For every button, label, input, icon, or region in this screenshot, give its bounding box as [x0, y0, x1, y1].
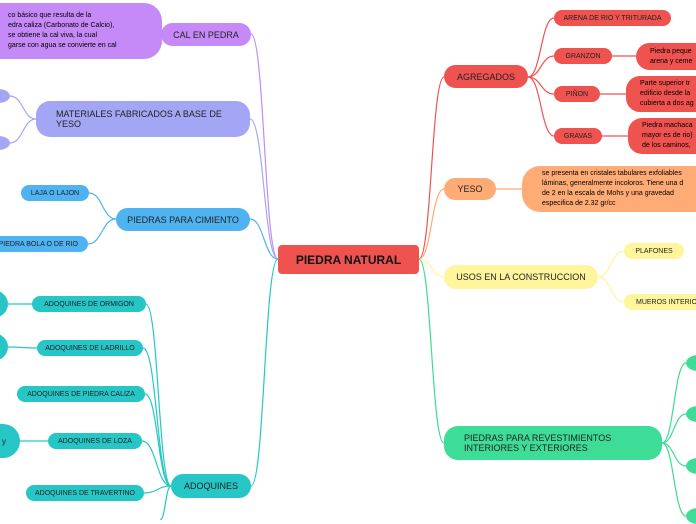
edge-ladrillo	[142, 347, 172, 487]
topic-yeso[interactable]: YESO	[444, 178, 496, 200]
topic-agregados[interactable]: AGREGADOS	[444, 65, 528, 88]
edge-granzon	[527, 55, 555, 78]
subtopic-plafones[interactable]: PLAFONES	[624, 243, 684, 259]
subtopic-pinon[interactable]: PIÑON	[554, 86, 600, 102]
edge-usos	[418, 258, 445, 278]
topic-piedras-cimiento[interactable]: PIEDRAS PARA CIMIENTO	[116, 208, 250, 231]
note-yeso: se presenta en cristales tabulares exfol…	[522, 166, 696, 212]
edge-adoquines	[250, 258, 279, 487]
subtopic-muros-interiores[interactable]: MUEROS INTERIO	[624, 294, 696, 310]
subtopic-piedra-bola[interactable]: PIEDRA BOLA O DE RIO	[0, 236, 88, 252]
edge-arena	[527, 17, 555, 78]
edge-loza	[141, 440, 172, 487]
edge-ladrillo-note	[7, 346, 38, 349]
subtopic-laja[interactable]: LAJA O LAJON	[21, 185, 89, 201]
edge-material-2	[9, 118, 37, 144]
edge-hormigon	[145, 303, 172, 487]
topic-usos-construccion[interactable]: USOS EN LA CONSTRUCCION	[444, 265, 598, 289]
edge-cimiento	[249, 218, 279, 260]
note-adoquines-hormigon[interactable]	[0, 290, 8, 318]
edge-material-1	[9, 95, 37, 120]
subtopic-granzon[interactable]: GRANZON	[554, 48, 612, 64]
edge-rev-4	[661, 442, 687, 517]
edge-piedra-bola	[87, 218, 117, 245]
topic-cal-en-piedra[interactable]: CAL EN PEDRA	[161, 23, 251, 46]
note-adoquines-loza[interactable]: y	[0, 424, 20, 458]
edge-plafones	[597, 250, 625, 278]
subtopic-adoquines-hormigon[interactable]: ADOQUINES DE ORMIGON	[32, 296, 146, 312]
subtopic-revestimiento-4[interactable]	[686, 508, 696, 524]
edge-rev-1	[661, 362, 687, 444]
subtopic-adoquines-loza[interactable]: ADOQUINES DE LOZA	[48, 433, 142, 449]
edge-rev-2	[661, 413, 687, 444]
subtopic-revestimiento-3[interactable]	[686, 458, 696, 474]
subtopic-gravas[interactable]: GRAVAS	[554, 128, 602, 144]
subtopic-adoquines-travertino[interactable]: ADOQUINES DE TRAVERTINO	[26, 485, 144, 501]
subtopic-adoquines-ladrillo[interactable]: ADOQUINES DE LADRILLO	[37, 340, 143, 356]
central-topic[interactable]: PIEDRA NATURAL	[278, 245, 419, 274]
edge-travertino	[143, 485, 172, 494]
topic-adoquines[interactable]: ADOQUINES	[171, 474, 251, 498]
edge-revestimientos	[418, 258, 445, 444]
subtopic-adoquines-caliza[interactable]: ADOQUINES DE PIEDRA CALIZA	[17, 386, 145, 402]
edge-adoquines-more	[159, 485, 172, 520]
note-adoquines-ladrillo[interactable]	[0, 333, 8, 361]
subtopic-material-1[interactable]	[0, 89, 10, 103]
edge-caliza	[144, 393, 172, 487]
subtopic-arena[interactable]: ARENA DE RIO Y TRITURADA	[554, 10, 671, 26]
edge-gravas	[527, 76, 555, 137]
subtopic-revestimiento-1[interactable]	[686, 355, 696, 371]
edge-cal	[250, 33, 279, 260]
edge-muros	[597, 276, 625, 303]
edge-laja	[88, 192, 117, 220]
subtopic-revestimiento-2[interactable]	[686, 406, 696, 422]
edge-agregados	[418, 76, 445, 260]
edge-materiales	[249, 118, 279, 260]
subtopic-material-2[interactable]	[0, 136, 10, 150]
edge-yeso	[418, 188, 445, 260]
